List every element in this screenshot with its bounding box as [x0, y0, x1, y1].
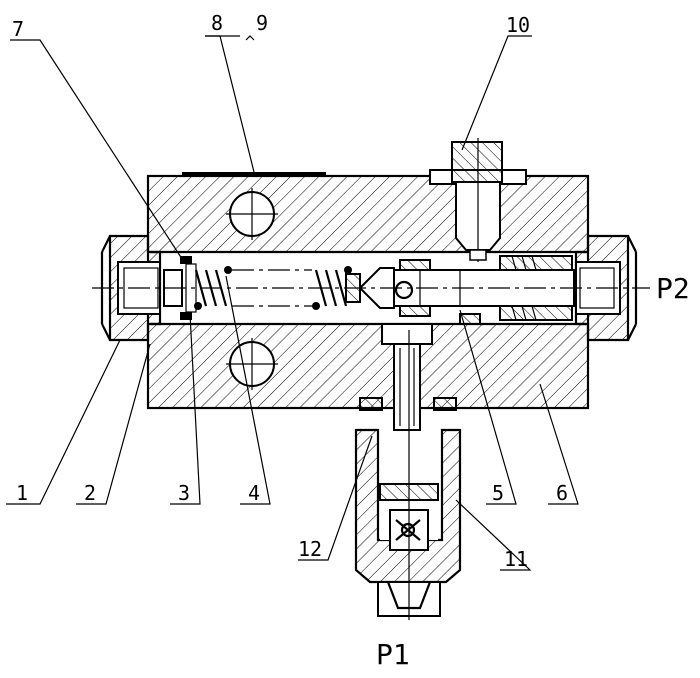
port-labels: P2 P1 [376, 272, 690, 671]
bottom-connector [354, 323, 462, 620]
spool [358, 259, 575, 325]
label-12: 12 [298, 537, 322, 561]
leader-lines [6, 35, 579, 571]
label-2: 2 [84, 481, 96, 505]
label-6: 6 [556, 481, 568, 505]
label-5: 5 [492, 481, 504, 505]
label-3: 3 [178, 481, 190, 505]
nameplate [182, 172, 326, 177]
right-sleeve [499, 255, 573, 321]
label-10: 10 [506, 13, 530, 37]
label-4: 4 [248, 481, 260, 505]
label-7: 7 [12, 17, 24, 41]
part-labels: 7 8 9 10 1 2 3 4 5 6 12 11 [12, 11, 568, 571]
upper-hole [226, 188, 278, 240]
label-9: 9 [256, 11, 268, 35]
spring-cage-dashes [232, 269, 312, 307]
top-plug [429, 138, 527, 262]
label-11: 11 [504, 547, 528, 571]
label-1: 1 [16, 481, 28, 505]
spring-right [312, 266, 352, 310]
label-8: 8 [211, 11, 223, 35]
port-p2-label: P2 [656, 272, 690, 305]
port-p1-label: P1 [376, 638, 410, 671]
